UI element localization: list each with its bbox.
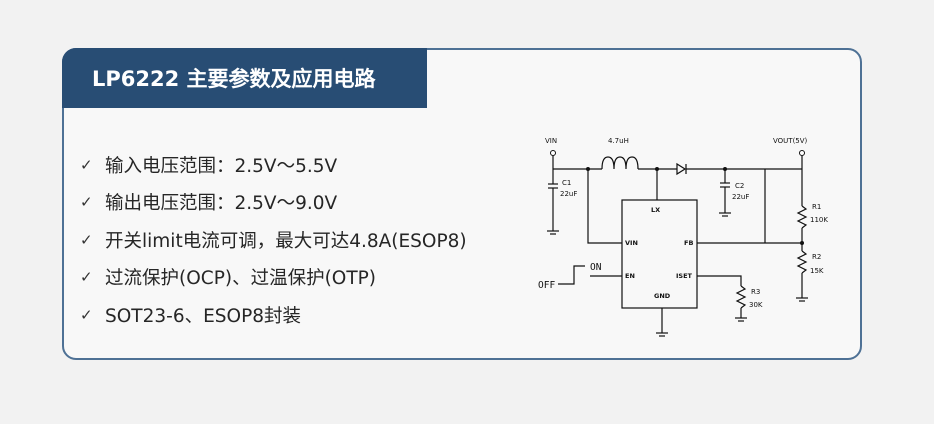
vout-terminal [799,150,805,156]
vin-pin-wire [587,169,622,244]
r1-name: R1 [812,203,821,211]
c1-value: 22uF [560,190,577,198]
en-control-waveform [558,265,585,285]
feature-text: 输入电压范围：2.5V～5.5V [105,155,338,177]
feature-item: ✓ SOT23-6、ESOP8封装 [80,296,467,334]
r1-value: 110K [810,216,828,224]
r3-name: R3 [751,288,760,296]
feature-item: ✓ 开关limit电流可调，最大可达4.8A(ESOP8) [80,221,467,259]
vout-label: VOUT(5V) [773,137,808,145]
feature-item: ✓ 输出电压范围：2.5V～9.0V [80,184,467,222]
c1-name: C1 [562,179,571,187]
r1-symbol [796,205,808,229]
pin-en-label: EN [625,272,635,280]
feature-item: ✓ 过流保护(OCP)、过温保护(OTP) [80,259,467,297]
feature-item: ✓ 输入电压范围：2.5V～5.5V [80,146,467,184]
r3-value: 30K [749,301,763,309]
r2-value: 15K [810,267,824,275]
feature-list: ✓ 输入电压范围：2.5V～5.5V ✓ 输出电压范围：2.5V～9.0V ✓ 开关l… [80,146,467,334]
r2-name: R2 [812,253,821,261]
check-icon: ✓ [80,268,93,287]
r3-symbol [735,285,747,309]
pin-iset-label: ISET [676,272,693,280]
vin-terminal [550,150,556,156]
feature-text: 开关limit电流可调，最大可达4.8A(ESOP8) [105,230,467,252]
pin-fb-label: FB [684,239,693,247]
inductor-symbol [601,156,639,170]
pin-gnd-label: GND [654,292,671,300]
application-circuit-diagram: VIN 4.7uH VOUT(5V) C1 22uF C2 22uF R1 11… [538,137,828,337]
feature-text: SOT23-6、ESOP8封装 [105,305,302,327]
iset-wire [697,275,742,286]
en-on-label: ON [590,262,602,273]
check-icon: ✓ [80,155,93,174]
pin-lx-label: LX [651,206,660,214]
feature-text: 过流保护(OCP)、过温保护(OTP) [105,268,377,290]
c2-name: C2 [735,182,744,190]
check-icon: ✓ [80,193,93,212]
check-icon: ✓ [80,230,93,249]
feature-text: 输出电压范围：2.5V～9.0V [105,193,338,215]
vin-label: VIN [545,137,557,145]
check-icon: ✓ [80,305,93,324]
pin-vin-label: VIN [625,239,638,247]
ic-body [621,199,698,309]
diode-symbol [676,162,687,176]
r2-symbol [796,250,808,274]
c2-value: 22uF [732,193,749,201]
en-off-label: OFF [538,280,555,291]
inductor-label: 4.7uH [608,137,629,145]
card-title: LP6222 主要参数及应用电路 [62,48,427,108]
